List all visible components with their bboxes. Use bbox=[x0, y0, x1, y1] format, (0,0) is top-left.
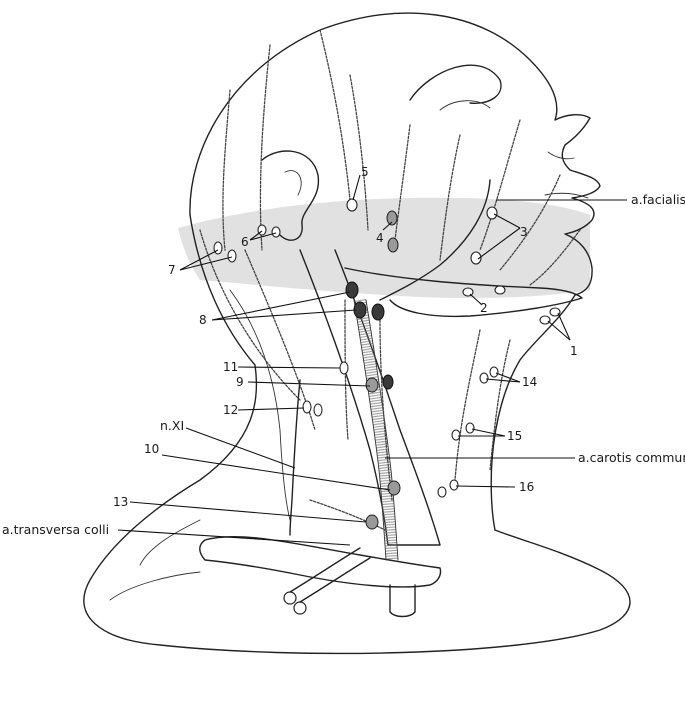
label-1: 1 bbox=[570, 344, 578, 358]
accessory-nerve bbox=[289, 379, 301, 536]
node-15a bbox=[451, 429, 461, 441]
node-16b bbox=[437, 486, 447, 498]
label-13: 13 bbox=[113, 495, 128, 509]
mouth-line bbox=[544, 192, 589, 199]
label-9: 9 bbox=[236, 375, 244, 389]
brow-outline bbox=[409, 64, 502, 104]
ear-outline bbox=[261, 150, 320, 241]
shoulder-fold bbox=[109, 571, 201, 601]
node-5 bbox=[346, 198, 358, 212]
label-2: 2 bbox=[480, 301, 488, 315]
shoulder-line bbox=[139, 519, 201, 566]
label-6: 6 bbox=[241, 235, 249, 249]
node-8a bbox=[345, 281, 359, 299]
node-4a bbox=[386, 210, 398, 226]
label-a-transversa-colli: a.transversa colli bbox=[2, 522, 109, 537]
eye-outline bbox=[439, 100, 491, 111]
node-1b bbox=[549, 307, 561, 317]
brachiocephalic-stump bbox=[389, 584, 416, 618]
node-4b bbox=[387, 237, 399, 253]
node-7b bbox=[227, 249, 237, 263]
label-16: 16 bbox=[519, 480, 534, 494]
node-3a bbox=[486, 206, 498, 220]
subclavian-vessel-2 bbox=[294, 557, 371, 606]
label-14: 14 bbox=[522, 375, 537, 389]
labels: 1 2 3 4 5 6 7 8 9 10 11 12 13 14 15 16 a… bbox=[2, 165, 685, 537]
node-6b bbox=[271, 226, 281, 238]
node-12a bbox=[302, 400, 312, 414]
node-11 bbox=[339, 361, 349, 375]
nostril-line bbox=[547, 151, 575, 160]
label-a-facialis: a.facialis bbox=[631, 192, 685, 207]
label-15: 15 bbox=[507, 429, 522, 443]
label-a-carotis-communis: a.carotis communis bbox=[578, 450, 685, 465]
node-13 bbox=[365, 514, 379, 530]
node-7a bbox=[213, 241, 223, 255]
node-2b bbox=[494, 285, 506, 295]
carotid-artery-edge bbox=[353, 299, 387, 561]
clavicle bbox=[199, 536, 442, 588]
trapezius-edge bbox=[229, 289, 291, 521]
label-8: 8 bbox=[199, 313, 207, 327]
neck-posterior-outline bbox=[83, 214, 631, 655]
label-3: 3 bbox=[520, 225, 528, 239]
head-outline bbox=[189, 12, 601, 296]
node-1a bbox=[539, 315, 551, 325]
label-10: 10 bbox=[144, 442, 159, 456]
node-3b bbox=[470, 251, 482, 265]
carotid-artery-edge-2 bbox=[365, 299, 399, 561]
vessel-end-2 bbox=[293, 601, 307, 615]
leader-lines bbox=[117, 174, 627, 546]
carotid-artery bbox=[354, 299, 398, 561]
shaded-band bbox=[178, 197, 590, 298]
node-16 bbox=[449, 479, 459, 491]
node-14b bbox=[489, 366, 499, 378]
mandible-line bbox=[344, 267, 583, 318]
label-5: 5 bbox=[361, 165, 369, 179]
ear-inner bbox=[284, 170, 302, 196]
node-10 bbox=[387, 480, 401, 496]
subclavian-vessel-1 bbox=[284, 547, 361, 596]
vessel-end-1 bbox=[283, 591, 297, 605]
neck-anterior-outline bbox=[490, 294, 576, 531]
label-11: 11 bbox=[223, 360, 238, 374]
node-8c bbox=[371, 303, 385, 321]
label-12: 12 bbox=[223, 403, 238, 417]
label-4: 4 bbox=[376, 231, 384, 245]
facial-artery bbox=[379, 179, 491, 301]
label-n-xi: n.XI bbox=[160, 418, 184, 433]
node-14a bbox=[479, 372, 489, 384]
node-12b bbox=[313, 403, 323, 417]
label-7: 7 bbox=[168, 263, 176, 277]
node-9b bbox=[382, 374, 394, 390]
node-9a bbox=[365, 377, 379, 393]
node-15b bbox=[465, 422, 475, 434]
